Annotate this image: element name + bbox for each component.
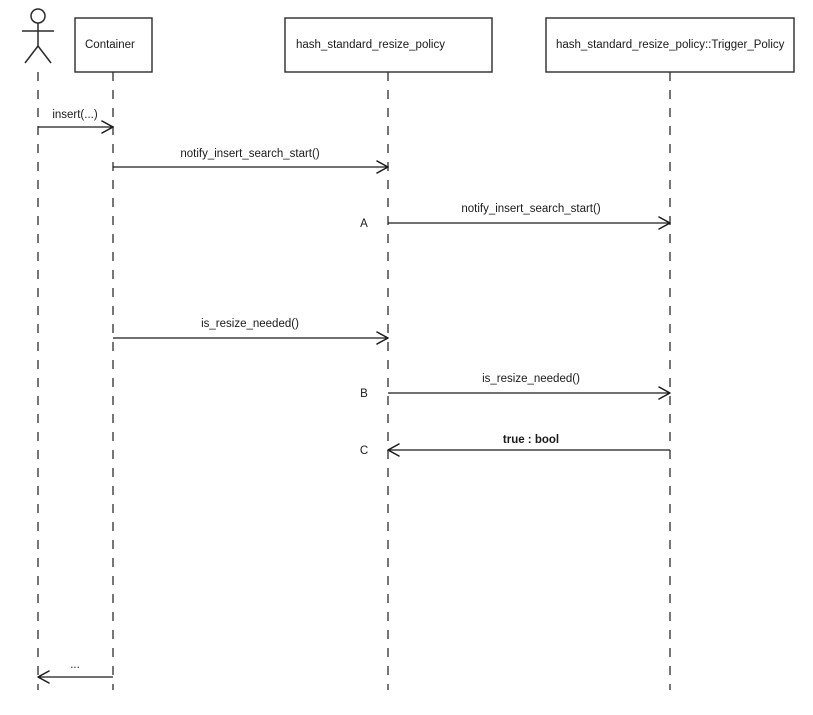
participant-box-resize-policy — [284, 17, 493, 73]
message-label: insert(...) — [52, 109, 98, 121]
message-label: notify_insert_search_start() — [461, 203, 601, 215]
arrowhead-right-icon — [376, 160, 389, 174]
message-is-resize-needed-1[interactable]: is_resize_needed() — [113, 318, 389, 345]
message-label: is_resize_needed() — [482, 373, 580, 385]
participant-label-resize-policy: hash_standard_resize_policy — [296, 39, 445, 51]
participant-resize-policy[interactable]: hash_standard_resize_policy — [284, 17, 493, 73]
participant-container[interactable]: Container — [74, 17, 153, 73]
participant-box-trigger-policy — [545, 17, 795, 73]
message-ellipsis-return[interactable]: ... — [37, 659, 113, 684]
participant-box-container — [74, 17, 153, 73]
message-is-resize-needed-2[interactable]: is_resize_needed() — [388, 373, 671, 400]
arrowhead-right-icon — [101, 120, 114, 134]
side-labels-group: A B C — [360, 218, 368, 457]
message-insert[interactable]: insert(...) — [38, 109, 114, 134]
actor-stick-figure[interactable] — [22, 8, 54, 64]
message-notify-insert-search-start-1[interactable]: notify_insert_search_start() — [113, 148, 389, 174]
message-label: true : bool — [503, 434, 559, 446]
actor-leg-right — [37, 45, 52, 64]
participant-label-container: Container — [85, 39, 135, 51]
message-notify-insert-search-start-2[interactable]: notify_insert_search_start() — [388, 203, 671, 230]
arrowhead-right-icon — [658, 386, 671, 400]
arrowhead-right-icon — [658, 216, 671, 230]
actor-head-icon — [30, 8, 46, 24]
participant-trigger-policy[interactable]: hash_standard_resize_policy::Trigger_Pol… — [545, 17, 795, 73]
message-true-bool-return[interactable]: true : bool — [387, 434, 670, 457]
message-label: notify_insert_search_start() — [180, 148, 320, 160]
message-label: is_resize_needed() — [201, 318, 299, 330]
arrowhead-left-icon — [37, 670, 50, 684]
participant-label-trigger-policy: hash_standard_resize_policy::Trigger_Pol… — [556, 39, 785, 51]
message-label: ... — [70, 659, 80, 671]
lifelines-group — [37, 72, 671, 690]
actor-leg-left — [24, 45, 39, 64]
arrowhead-left-icon — [387, 443, 400, 457]
side-label-c: C — [360, 445, 368, 457]
arrowhead-right-icon — [376, 331, 389, 345]
side-label-b: B — [360, 388, 368, 400]
side-label-a: A — [360, 218, 368, 230]
